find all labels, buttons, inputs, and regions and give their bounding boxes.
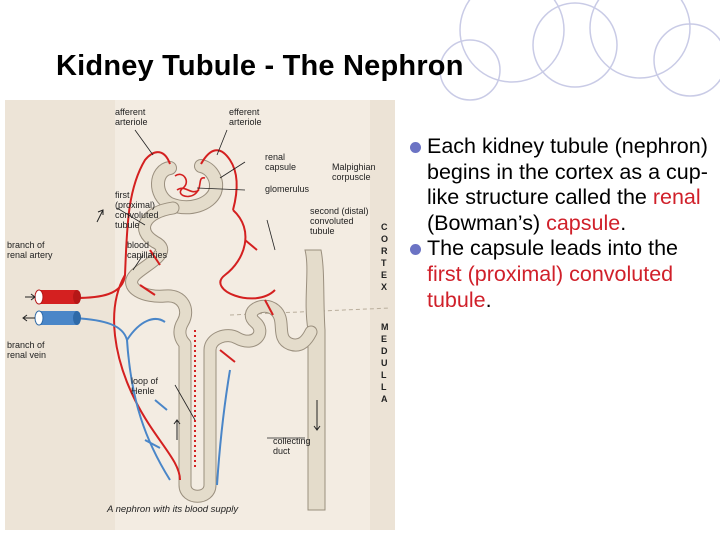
svg-text:branch of: branch of — [7, 240, 45, 250]
bullet-1-highlight-renal: renal — [652, 185, 701, 210]
slide-title: Kidney Tubule - The Nephron — [56, 50, 464, 82]
label-efferent-arteriole-2: arteriole — [229, 117, 262, 127]
svg-text:capillaries: capillaries — [127, 250, 168, 260]
bullet-1-highlight-capsule: capsule — [546, 210, 621, 235]
svg-text:renal: renal — [265, 152, 285, 162]
label-collecting-duct-2: duct — [273, 446, 291, 456]
svg-text:renal vein: renal vein — [7, 350, 46, 360]
label-second-tubule-2: convoluted — [310, 216, 354, 226]
svg-text:glomerulus: glomerulus — [265, 184, 310, 194]
label-glomerulus: glomerulus — [265, 184, 310, 194]
svg-text:corpuscle: corpuscle — [332, 172, 371, 182]
bullet-list: Each kidney tubule (nephron) begins in t… — [410, 134, 715, 313]
leader-lines — [116, 129, 305, 439]
tubule — [125, 159, 318, 503]
label-renal-capsule: renal — [265, 152, 285, 162]
label-first-tubule-3: convoluted — [115, 210, 159, 220]
nephron-diagram: afferent arteriole efferent arteriole re… — [5, 100, 395, 530]
svg-text:arteriole: arteriole — [115, 117, 148, 127]
renal-artery-tube — [34, 289, 81, 305]
medulla-letter: L — [381, 382, 387, 392]
svg-text:Malpighian: Malpighian — [332, 162, 376, 172]
cortex-letter: R — [381, 246, 388, 256]
medulla-letter: A — [381, 394, 388, 404]
label-malpighian-corpuscle-2: corpuscle — [332, 172, 371, 182]
label-second-tubule-3: tubule — [310, 226, 335, 236]
bullet-2-text-end: . — [485, 287, 492, 312]
medulla-label: M E D U L L A — [381, 322, 389, 404]
svg-text:afferent: afferent — [115, 107, 146, 117]
label-second-tubule: second (distal) — [310, 206, 369, 216]
svg-text:first: first — [115, 190, 130, 200]
label-first-tubule-4: tubule — [115, 220, 140, 230]
medulla-letter: U — [381, 358, 388, 368]
svg-text:capsule: capsule — [265, 162, 296, 172]
label-afferent-arteriole-2: arteriole — [115, 117, 148, 127]
svg-text:arteriole: arteriole — [229, 117, 262, 127]
svg-text:tubule: tubule — [115, 220, 140, 230]
svg-text:blood: blood — [127, 240, 149, 250]
bullet-1-text: Each kidney tubule (nephron) begins in t… — [427, 134, 708, 210]
glomerulus — [174, 173, 206, 198]
svg-text:A nephron with its blood suppl: A nephron with its blood supply — [106, 504, 239, 515]
svg-text:efferent: efferent — [229, 107, 260, 117]
collecting-duct — [304, 249, 326, 511]
label-renal-artery: branch of — [7, 240, 45, 250]
label-afferent-arteriole: afferent — [115, 107, 146, 117]
label-first-tubule-2: (proximal) — [115, 200, 155, 210]
cortex-letter: X — [381, 282, 387, 292]
decorative-circles — [439, 0, 720, 101]
cortex-letter: O — [381, 234, 388, 244]
cortex-letter: T — [381, 258, 387, 268]
svg-text:loop of: loop of — [131, 376, 159, 386]
label-first-tubule: first — [115, 190, 130, 200]
label-renal-vein: branch of — [7, 340, 45, 350]
label-renal-artery-2: renal artery — [7, 250, 53, 260]
label-renal-capsule-2: capsule — [265, 162, 296, 172]
medulla-letter: M — [381, 322, 389, 332]
svg-text:branch of: branch of — [7, 340, 45, 350]
svg-text:Henle: Henle — [131, 386, 155, 396]
medulla-letter: L — [381, 370, 387, 380]
svg-text:duct: duct — [273, 446, 291, 456]
figure-caption: A nephron with its blood supply — [106, 504, 239, 515]
svg-text:collecting: collecting — [273, 436, 311, 446]
label-renal-vein-2: renal vein — [7, 350, 46, 360]
label-blood-capillaries: blood — [127, 240, 149, 250]
bullet-marker — [410, 244, 421, 256]
svg-text:renal artery: renal artery — [7, 250, 53, 260]
cortex-label: C O R T E X — [381, 222, 388, 292]
medulla-letter: D — [381, 346, 388, 356]
flow-arrows — [22, 209, 321, 440]
label-loop-of-henle: loop of — [131, 376, 159, 386]
bullet-marker — [410, 142, 421, 153]
bullet-item-1: Each kidney tubule (nephron) begins in t… — [410, 134, 715, 236]
label-loop-of-henle-2: Henle — [131, 386, 155, 396]
bullet-1-text-end: . — [620, 210, 627, 235]
bullet-1-text-mid: (Bowman’s) — [427, 210, 547, 235]
label-efferent-arteriole: efferent — [229, 107, 260, 117]
svg-text:convoluted: convoluted — [310, 216, 354, 226]
label-blood-capillaries-2: capillaries — [127, 250, 168, 260]
bullet-2-highlight: first (proximal) convoluted tubule — [427, 261, 674, 312]
svg-text:tubule: tubule — [310, 226, 335, 236]
svg-text:(proximal): (proximal) — [115, 200, 155, 210]
vein-vessels — [74, 317, 231, 486]
renal-vein-tube — [34, 310, 81, 326]
bullet-item-2: The capsule leads into the first (proxim… — [410, 236, 715, 313]
label-collecting-duct: collecting — [273, 436, 311, 446]
cortex-letter: E — [381, 270, 387, 280]
bullet-2-text: The capsule leads into the — [427, 236, 678, 261]
label-malpighian-corpuscle: Malpighian — [332, 162, 376, 172]
svg-text:second (distal): second (distal) — [310, 206, 369, 216]
medulla-letter: E — [381, 334, 387, 344]
cortex-letter: C — [381, 222, 388, 232]
svg-text:convoluted: convoluted — [115, 210, 159, 220]
